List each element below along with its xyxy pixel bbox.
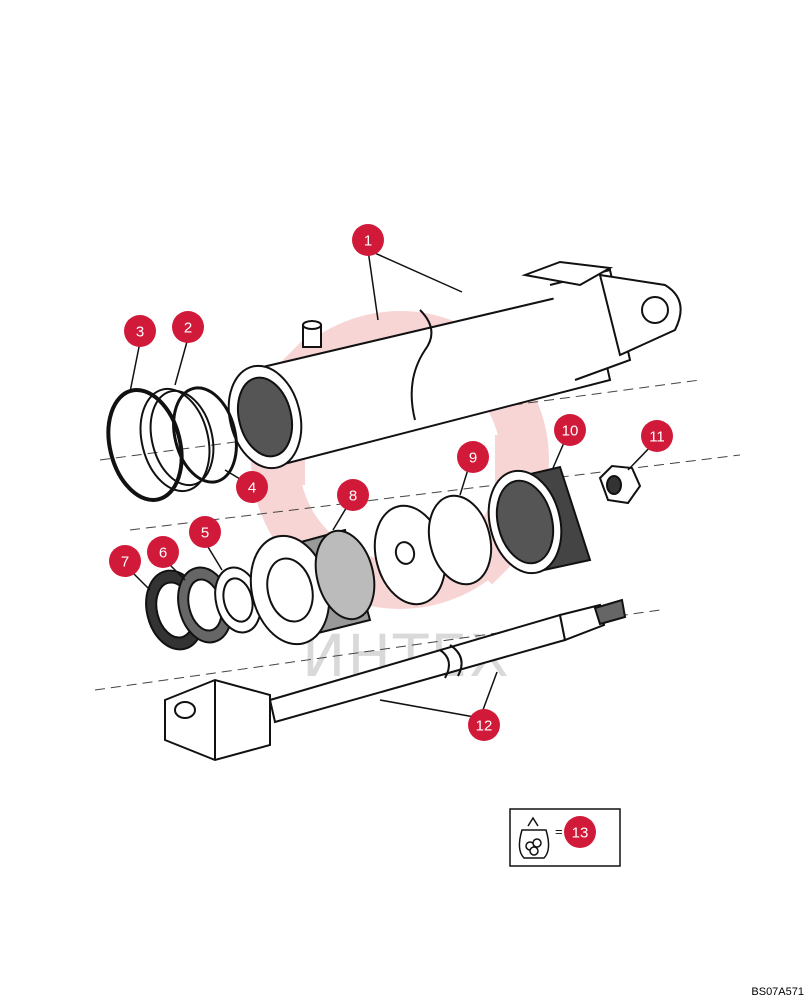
callout-1-label: 1: [364, 233, 372, 250]
kit-legend-box: = 13: [509, 808, 621, 867]
callout-13: 13: [564, 816, 596, 848]
callout-7: 7: [109, 545, 141, 577]
nut-11: [598, 464, 642, 505]
cylinder-head-8: [249, 528, 376, 646]
piston-9: [373, 494, 493, 606]
callout-4: 4: [236, 471, 268, 503]
callout-5-label: 5: [201, 525, 209, 542]
callout-9-label: 9: [469, 450, 477, 467]
callout-8-label: 8: [349, 488, 357, 505]
seal-kit-bag-icon: [518, 816, 550, 859]
callout-3: 3: [124, 315, 156, 347]
callout-9: 9: [457, 441, 489, 473]
ring-seal-4: [172, 386, 238, 484]
kit-equals-sign: =: [555, 824, 563, 839]
callout-6-label: 6: [159, 545, 167, 562]
callout-12-label: 12: [476, 718, 493, 735]
callout-10-label: 10: [562, 423, 579, 440]
callout-11-label: 11: [649, 429, 665, 446]
cylinder-barrel: [227, 260, 682, 470]
callout-12: 12: [468, 709, 500, 741]
ring-seal-3: [106, 388, 184, 502]
callout-2: 2: [172, 311, 204, 343]
axis-lines: [94, 379, 741, 691]
callout-13-label: 13: [572, 825, 589, 842]
callout-5: 5: [189, 516, 221, 548]
callout-7-label: 7: [121, 554, 129, 571]
reference-code: BS07A571: [751, 986, 804, 998]
callout-4-label: 4: [248, 480, 256, 497]
callout-11: 11: [641, 420, 673, 452]
piston-rod-12: [164, 598, 627, 762]
callout-3-label: 3: [136, 324, 144, 341]
callout-2-label: 2: [184, 320, 192, 337]
ring-seal-2: [139, 387, 215, 493]
callout-10: 10: [554, 414, 586, 446]
callout-8: 8: [337, 479, 369, 511]
piston-seal-10: [487, 465, 592, 575]
callout-1: 1: [352, 224, 384, 256]
callout-6: 6: [147, 536, 179, 568]
